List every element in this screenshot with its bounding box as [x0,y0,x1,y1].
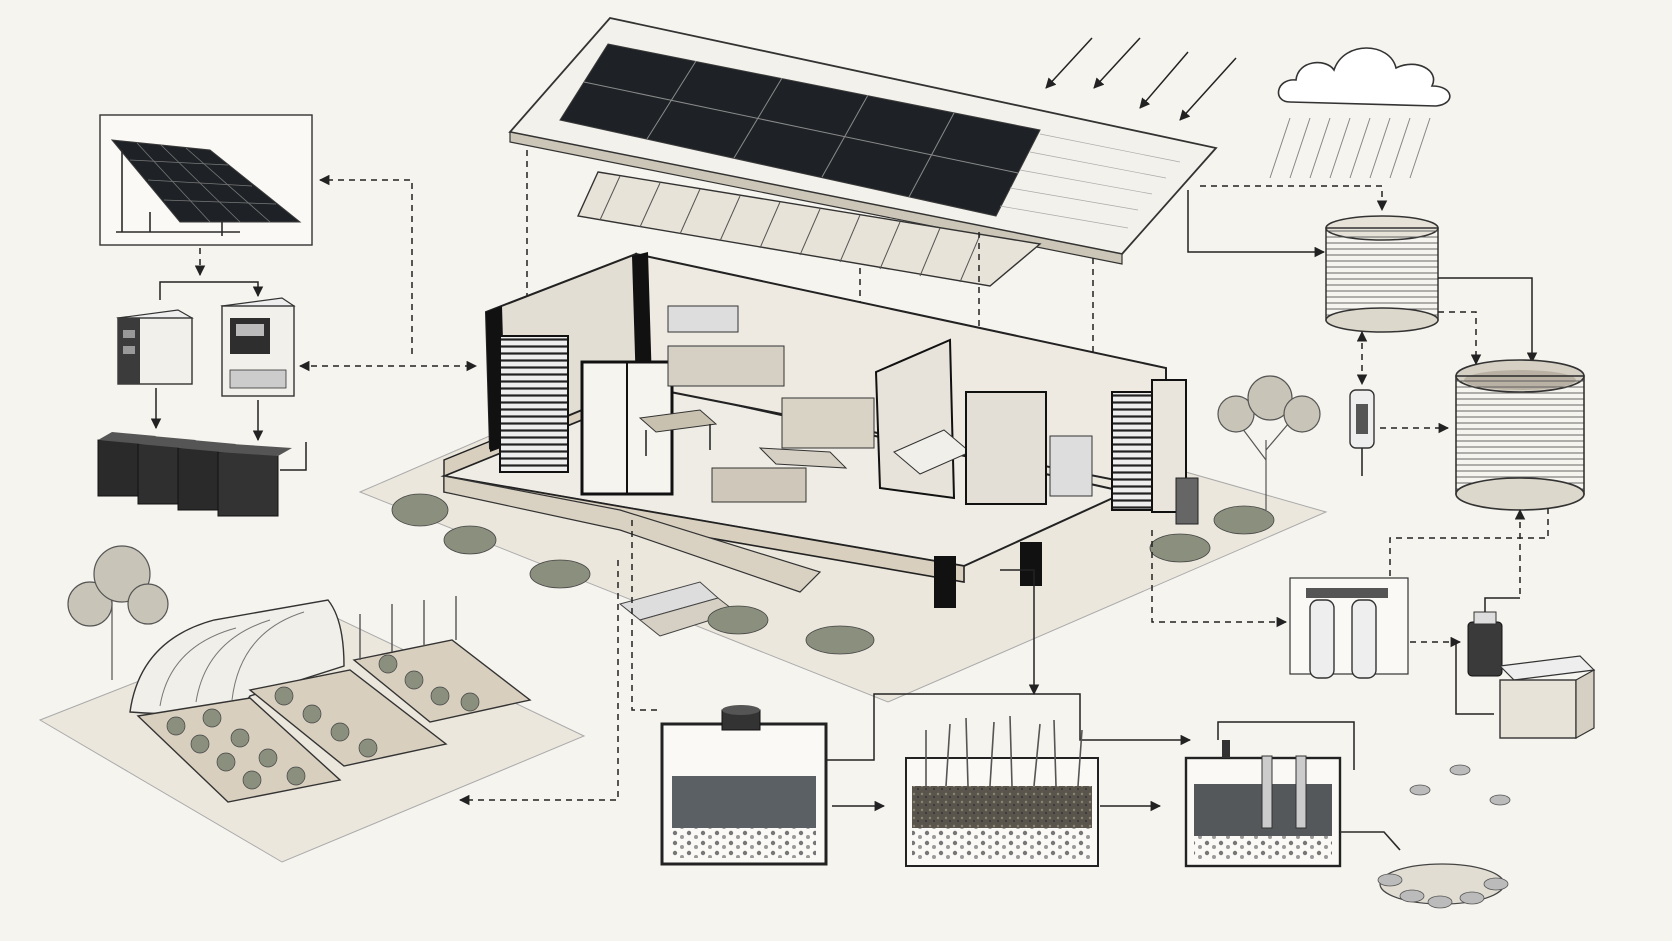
infiltration-pond [1377,764,1511,909]
charge-controller [220,297,296,397]
reed-bed [905,715,1099,867]
shutter-right [1111,391,1153,511]
water-tank-icon [1455,375,1585,495]
rain-tank-large [1455,359,1585,511]
inverter [116,309,194,385]
septic-tank-icon [672,776,816,828]
house-cutaway [358,252,1328,703]
first-flush-filter [1349,389,1375,476]
roof-insulation [576,171,1042,287]
roof-solar-array [508,17,1218,265]
water-filters [1289,577,1409,679]
water-tank-icon [1325,227,1439,321]
reed-bed-icon [912,786,1092,828]
rain-tank-small [1325,215,1439,333]
water-pump [1455,597,1520,715]
shutter-left [499,335,569,473]
ground-solar-panel [99,114,313,246]
sun-rays-icon [1045,37,1237,121]
pump-box [1498,655,1596,740]
tree-left [67,545,169,680]
filter-icon [1309,599,1335,679]
box-icon [1499,679,1577,739]
infiltration-tank [1184,740,1342,868]
solar-panel-icon [110,139,302,223]
tree-right [1217,375,1321,510]
garden-greenhouse [38,545,586,863]
battery-bank [97,432,307,517]
septic-tank [660,705,828,866]
insulation-layer-icon [576,171,1042,287]
battery-icon [97,432,292,517]
pump-icon [1467,621,1503,677]
cloud-rain-icon [1269,47,1451,179]
